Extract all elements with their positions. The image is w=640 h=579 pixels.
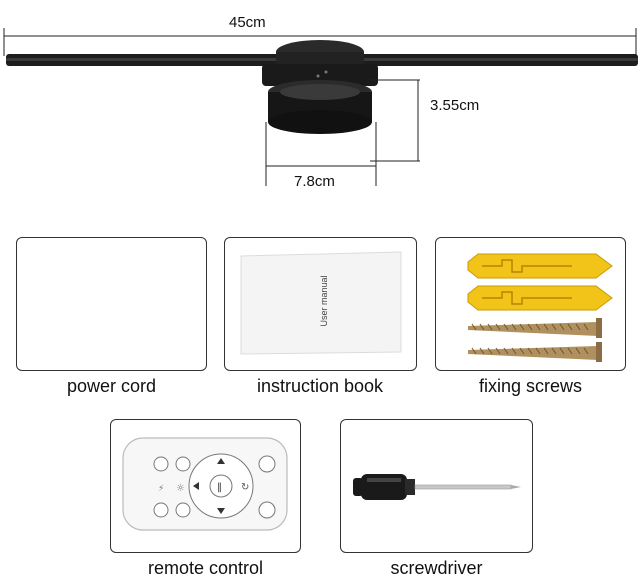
- manual-cover-text: User manual: [319, 275, 329, 327]
- svg-text:☼: ☼: [176, 483, 185, 494]
- remote-control-image: ⚡ ☼ ‖ ↻: [122, 437, 288, 531]
- width-label: 45cm: [229, 14, 266, 31]
- fixing-screws-card: [435, 237, 626, 371]
- base-label: 7.8cm: [294, 173, 335, 190]
- user-manual-image: [240, 251, 402, 355]
- base-dimension-line: [265, 122, 377, 186]
- svg-text:⚡: ⚡: [158, 484, 164, 494]
- power-cord-card: [16, 237, 207, 371]
- instruction-book-card: [224, 237, 417, 371]
- height-label: 3.55cm: [430, 97, 480, 114]
- remote-control-caption: remote control: [147, 558, 264, 578]
- power-cord-caption: power cord: [66, 376, 157, 396]
- instruction-book-caption: instruction book: [256, 376, 384, 396]
- height-dimension-line: [370, 79, 420, 162]
- screwdriver-caption: screwdriver: [390, 558, 483, 578]
- svg-text:‖: ‖: [217, 482, 222, 493]
- fixing-screws-caption: fixing screws: [478, 376, 583, 396]
- svg-text:↻: ↻: [241, 482, 249, 493]
- screwdriver-card: [340, 419, 533, 553]
- remote-control-card: ⚡ ☼ ‖ ↻: [110, 419, 301, 553]
- width-dimension-line: [3, 28, 637, 56]
- hologram-fan-device: [6, 40, 638, 134]
- wall-anchors-and-screws-image: [467, 253, 613, 362]
- screwdriver-image: [353, 474, 521, 500]
